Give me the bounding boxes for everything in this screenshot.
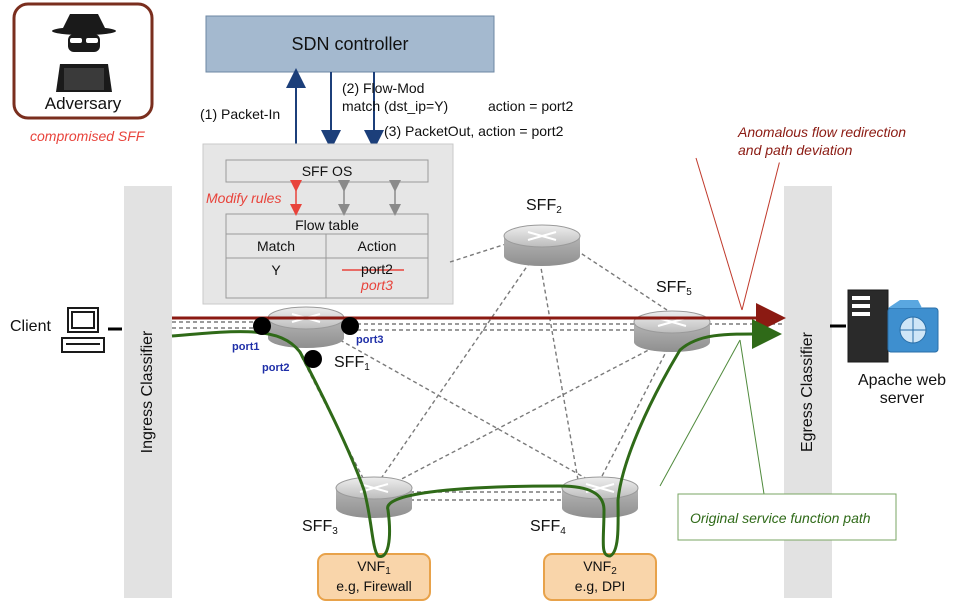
- port3-dot: [341, 317, 359, 335]
- sff5-label: SFF5: [656, 279, 692, 298]
- sff2-label: SFF2: [526, 197, 562, 216]
- flow-mod-action-label: action = port2: [488, 98, 574, 114]
- flow-table-header-action: Action: [357, 238, 397, 254]
- vnf2-box: [543, 553, 657, 601]
- anomalous-annotation-box: [725, 115, 935, 163]
- original-path-annotation-box: [677, 493, 897, 541]
- flow-table-match-value: Y: [271, 262, 281, 278]
- egress-classifier-label: Egress Classifier: [799, 331, 816, 453]
- anomalous-annotation-line2: and path deviation: [738, 142, 853, 158]
- sdn-controller-box: [205, 15, 495, 73]
- flow-mod-match-label: match (dst_ip=Y): [342, 98, 449, 114]
- port2-dot: [304, 350, 322, 368]
- packet-in-label: (1) Packet-In: [200, 106, 281, 122]
- modify-rules-label: Modify rules: [206, 190, 282, 206]
- anomalous-annotation-line-1: [695, 157, 743, 311]
- switch-sff2: [503, 224, 581, 266]
- flow-table-header-match: Match: [256, 238, 296, 254]
- packet-out-label: (3) PacketOut, action = port2: [384, 123, 564, 139]
- flow-table-box: [225, 213, 429, 299]
- dashed-links: [172, 243, 784, 501]
- client-computer-icon: [61, 307, 105, 353]
- compromised-sff-note: compromised SFF: [30, 128, 145, 144]
- vnf1-desc: e.g, Firewall: [336, 578, 412, 594]
- flow-table-title: Flow table: [295, 217, 359, 233]
- sff1-label: SFF1: [334, 354, 370, 373]
- controller-label: SDN controller: [291, 34, 409, 54]
- switch-sff3: [335, 476, 413, 518]
- client-label: Client: [10, 318, 51, 335]
- sff-os-title-box: [225, 159, 429, 183]
- original-path-annotation: Original service function path: [690, 510, 871, 526]
- vnf1-box: [317, 553, 431, 601]
- original-annotation-line-2: [739, 339, 765, 495]
- original-annotation-line-1: [659, 339, 741, 487]
- ingress-classifier-bar: [124, 186, 172, 598]
- port1-label: port1: [232, 341, 260, 353]
- sff3-label: SFF3: [302, 518, 338, 537]
- anomalous-annotation-line-2: [741, 159, 781, 311]
- port2-label: port2: [262, 362, 290, 374]
- port3-label: port3: [356, 334, 384, 346]
- spy-icon: [52, 14, 116, 92]
- original-path-line: [171, 318, 782, 558]
- sff-os-title: SFF OS: [301, 163, 353, 179]
- switch-sff1: [267, 306, 345, 348]
- flow-table-action-new: port3: [361, 277, 393, 293]
- vnf2-label: VNF2: [583, 558, 617, 577]
- adversary-label: Adversary: [44, 94, 122, 113]
- sff4-label: SFF4: [530, 518, 566, 537]
- anomalous-annotation-line1: Anomalous flow redirection: [738, 124, 907, 140]
- vnf1-label: VNF1: [357, 558, 391, 577]
- port1-dot: [253, 317, 271, 335]
- flow-mod-label: (2) Flow-Mod: [342, 80, 425, 96]
- server-label-line1: Apache web: [857, 372, 947, 389]
- server-label-line2: server: [879, 390, 925, 407]
- flow-table-action-old: port2: [361, 261, 393, 277]
- apache-server-icon: [847, 289, 939, 363]
- adversary-box: [12, 2, 154, 120]
- ingress-classifier-label: Ingress Classifier: [139, 330, 156, 454]
- vnf2-desc: e.g, DPI: [574, 578, 626, 594]
